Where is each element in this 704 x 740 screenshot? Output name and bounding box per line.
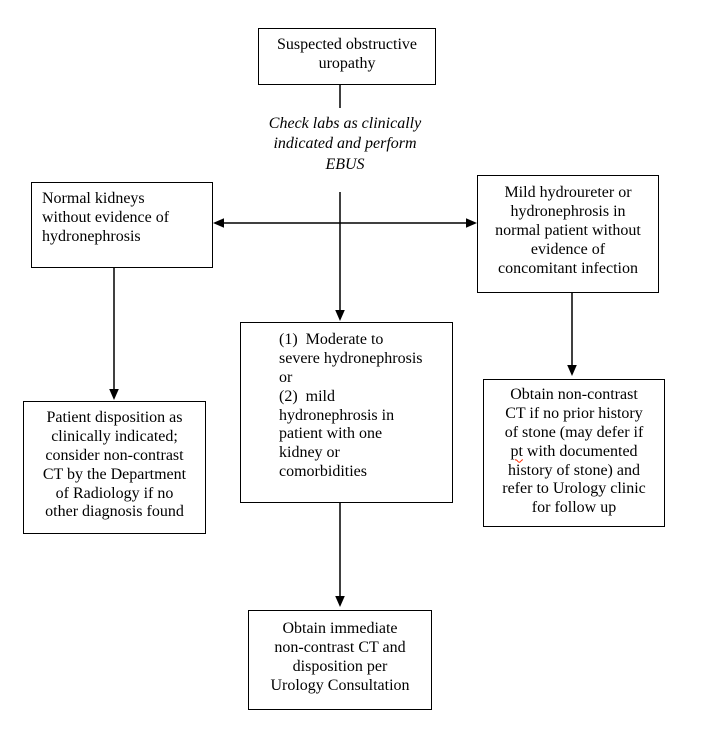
note-check-labs: Check labs as clinically indicated and p…: [268, 115, 422, 173]
misspelled-word-pt: pt: [510, 442, 523, 460]
obtain-ct-text-before: Obtain non-contrast CT if no prior histo…: [504, 386, 644, 441]
node-hydronephrosis-criteria: (1) Moderate to severe hydronephrosis or…: [240, 322, 453, 503]
node-obtain-immediate-ct: Obtain immediate non-contrast CT and dis…: [248, 610, 432, 710]
node-patient-disposition: Patient disposition as clinically indica…: [23, 401, 206, 534]
arrowhead-down-to-criteria: [335, 310, 345, 321]
node-mild-hydroureter: Mild hydroureter or hydronephrosis in no…: [477, 175, 659, 293]
node-obtain-noncontrast-ct: Obtain non-contrast CT if no prior histo…: [483, 379, 665, 527]
arrowhead-down-to-disposition: [109, 389, 119, 400]
arrowhead-left-to-normal-kidneys: [213, 218, 224, 228]
node-normal-kidneys: Normal kidneys without evidence of hydro…: [31, 182, 213, 268]
obtain-ct-text-after: with documented history of stone) and re…: [502, 442, 646, 517]
arrowhead-down-to-immediate-ct: [335, 596, 345, 607]
arrowhead-right-to-mild-hydroureter: [466, 218, 477, 228]
arrowhead-down-to-obtain-ct: [567, 365, 577, 376]
node-suspected-obstructive-uropathy: Suspected obstructive uropathy: [258, 28, 436, 85]
